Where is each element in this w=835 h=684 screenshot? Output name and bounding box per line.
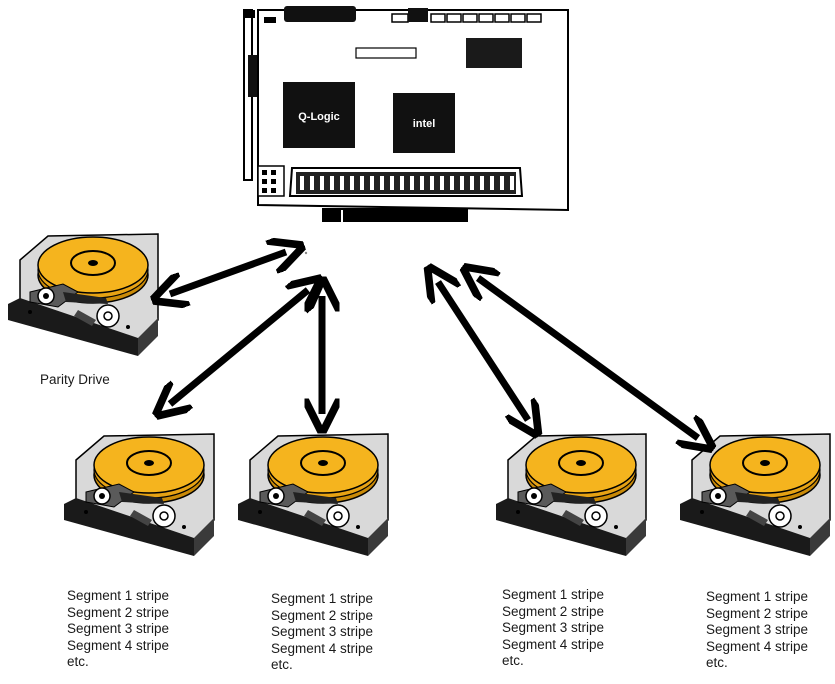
- arrow-drive-4-link: [478, 278, 698, 438]
- intel-chip: [393, 93, 455, 153]
- segment-line: Segment 2 stripe: [502, 603, 605, 619]
- segment-list-drive-3: Segment 1 stripe Segment 2 stripe Segmen…: [502, 587, 604, 670]
- arrow-drive-1-link: [170, 290, 308, 404]
- segment-line: Segment 1 stripe: [271, 591, 374, 606]
- header-connector: [284, 6, 356, 22]
- parity-drive-label: Parity Drive: [40, 372, 110, 387]
- segment-list-drive-4: Segment 1 stripe Segment 2 stripe Segmen…: [706, 589, 808, 672]
- segment-line: Segment 4 stripe: [706, 638, 809, 654]
- qlogic-chip-label: Q-Logic: [298, 111, 340, 123]
- pci-edge: [322, 208, 468, 222]
- segment-line: Segment 2 stripe: [67, 604, 170, 620]
- segment-line: Segment 2 stripe: [271, 607, 374, 623]
- hard-drive-icon-2: [237, 433, 389, 557]
- segment-line: Segment 1 stripe: [706, 589, 809, 604]
- raid-controller-card: Q-Logic intel: [243, 6, 569, 222]
- segment-line: Segment 4 stripe: [67, 637, 170, 653]
- segment-line: Segment 1 stripe: [502, 587, 605, 602]
- segment-line: Segment 2 stripe: [706, 605, 809, 621]
- segment-line: Segment 3 stripe: [271, 624, 374, 639]
- top-pin-row: [391, 8, 542, 23]
- segment-line: Segment 1 stripe: [67, 588, 170, 603]
- intel-chip-label: intel: [413, 118, 436, 130]
- segment-list-drive-2: Segment 1 stripe Segment 2 stripe Segmen…: [271, 591, 373, 674]
- segment-line: Segment 3 stripe: [67, 621, 170, 636]
- qlogic-chip: [283, 82, 355, 148]
- segment-line: Segment 3 stripe: [502, 620, 605, 635]
- arrow-parity-link: [170, 252, 286, 294]
- hard-drive-icon-parity: [7, 233, 159, 357]
- segment-line: etc.: [67, 654, 89, 669]
- segment-line: Segment 3 stripe: [706, 622, 809, 637]
- segment-line: etc.: [271, 657, 293, 672]
- segment-line: etc.: [706, 655, 728, 670]
- segment-list-drive-1: Segment 1 stripe Segment 2 stripe Segmen…: [67, 588, 169, 671]
- segment-line: etc.: [502, 653, 524, 668]
- hard-drive-icon-1: [63, 433, 215, 557]
- segment-line: Segment 4 stripe: [271, 640, 374, 656]
- segment-line: Segment 4 stripe: [502, 636, 605, 652]
- hard-drive-icon-4: [679, 433, 831, 557]
- hard-drive-icon-3: [495, 433, 647, 557]
